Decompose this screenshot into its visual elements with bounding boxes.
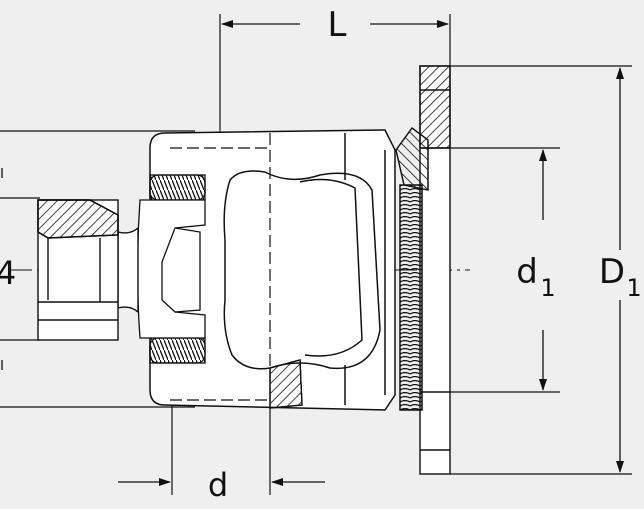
label-d1-sub: 1 bbox=[540, 274, 555, 302]
label-d: d bbox=[208, 466, 228, 504]
yoke-body bbox=[149, 129, 396, 411]
shaft-neck bbox=[117, 226, 139, 314]
fork-arms bbox=[136, 199, 206, 339]
bearing-cap-top bbox=[149, 174, 206, 201]
label-left-cut: 4 bbox=[0, 254, 16, 292]
serrated-ring bbox=[395, 127, 429, 411]
extension-lines bbox=[0, 14, 632, 495]
label-D1-sub: 1 bbox=[626, 274, 641, 302]
tube-end bbox=[37, 199, 119, 341]
section-hatch-lower bbox=[269, 359, 303, 409]
hidden-lines bbox=[170, 133, 271, 401]
bearing-cap-bottom bbox=[149, 337, 206, 364]
label-d1-main: d bbox=[516, 252, 538, 292]
label-L: L bbox=[328, 5, 347, 45]
flange bbox=[419, 65, 451, 475]
label-D1-main: D bbox=[599, 252, 625, 292]
